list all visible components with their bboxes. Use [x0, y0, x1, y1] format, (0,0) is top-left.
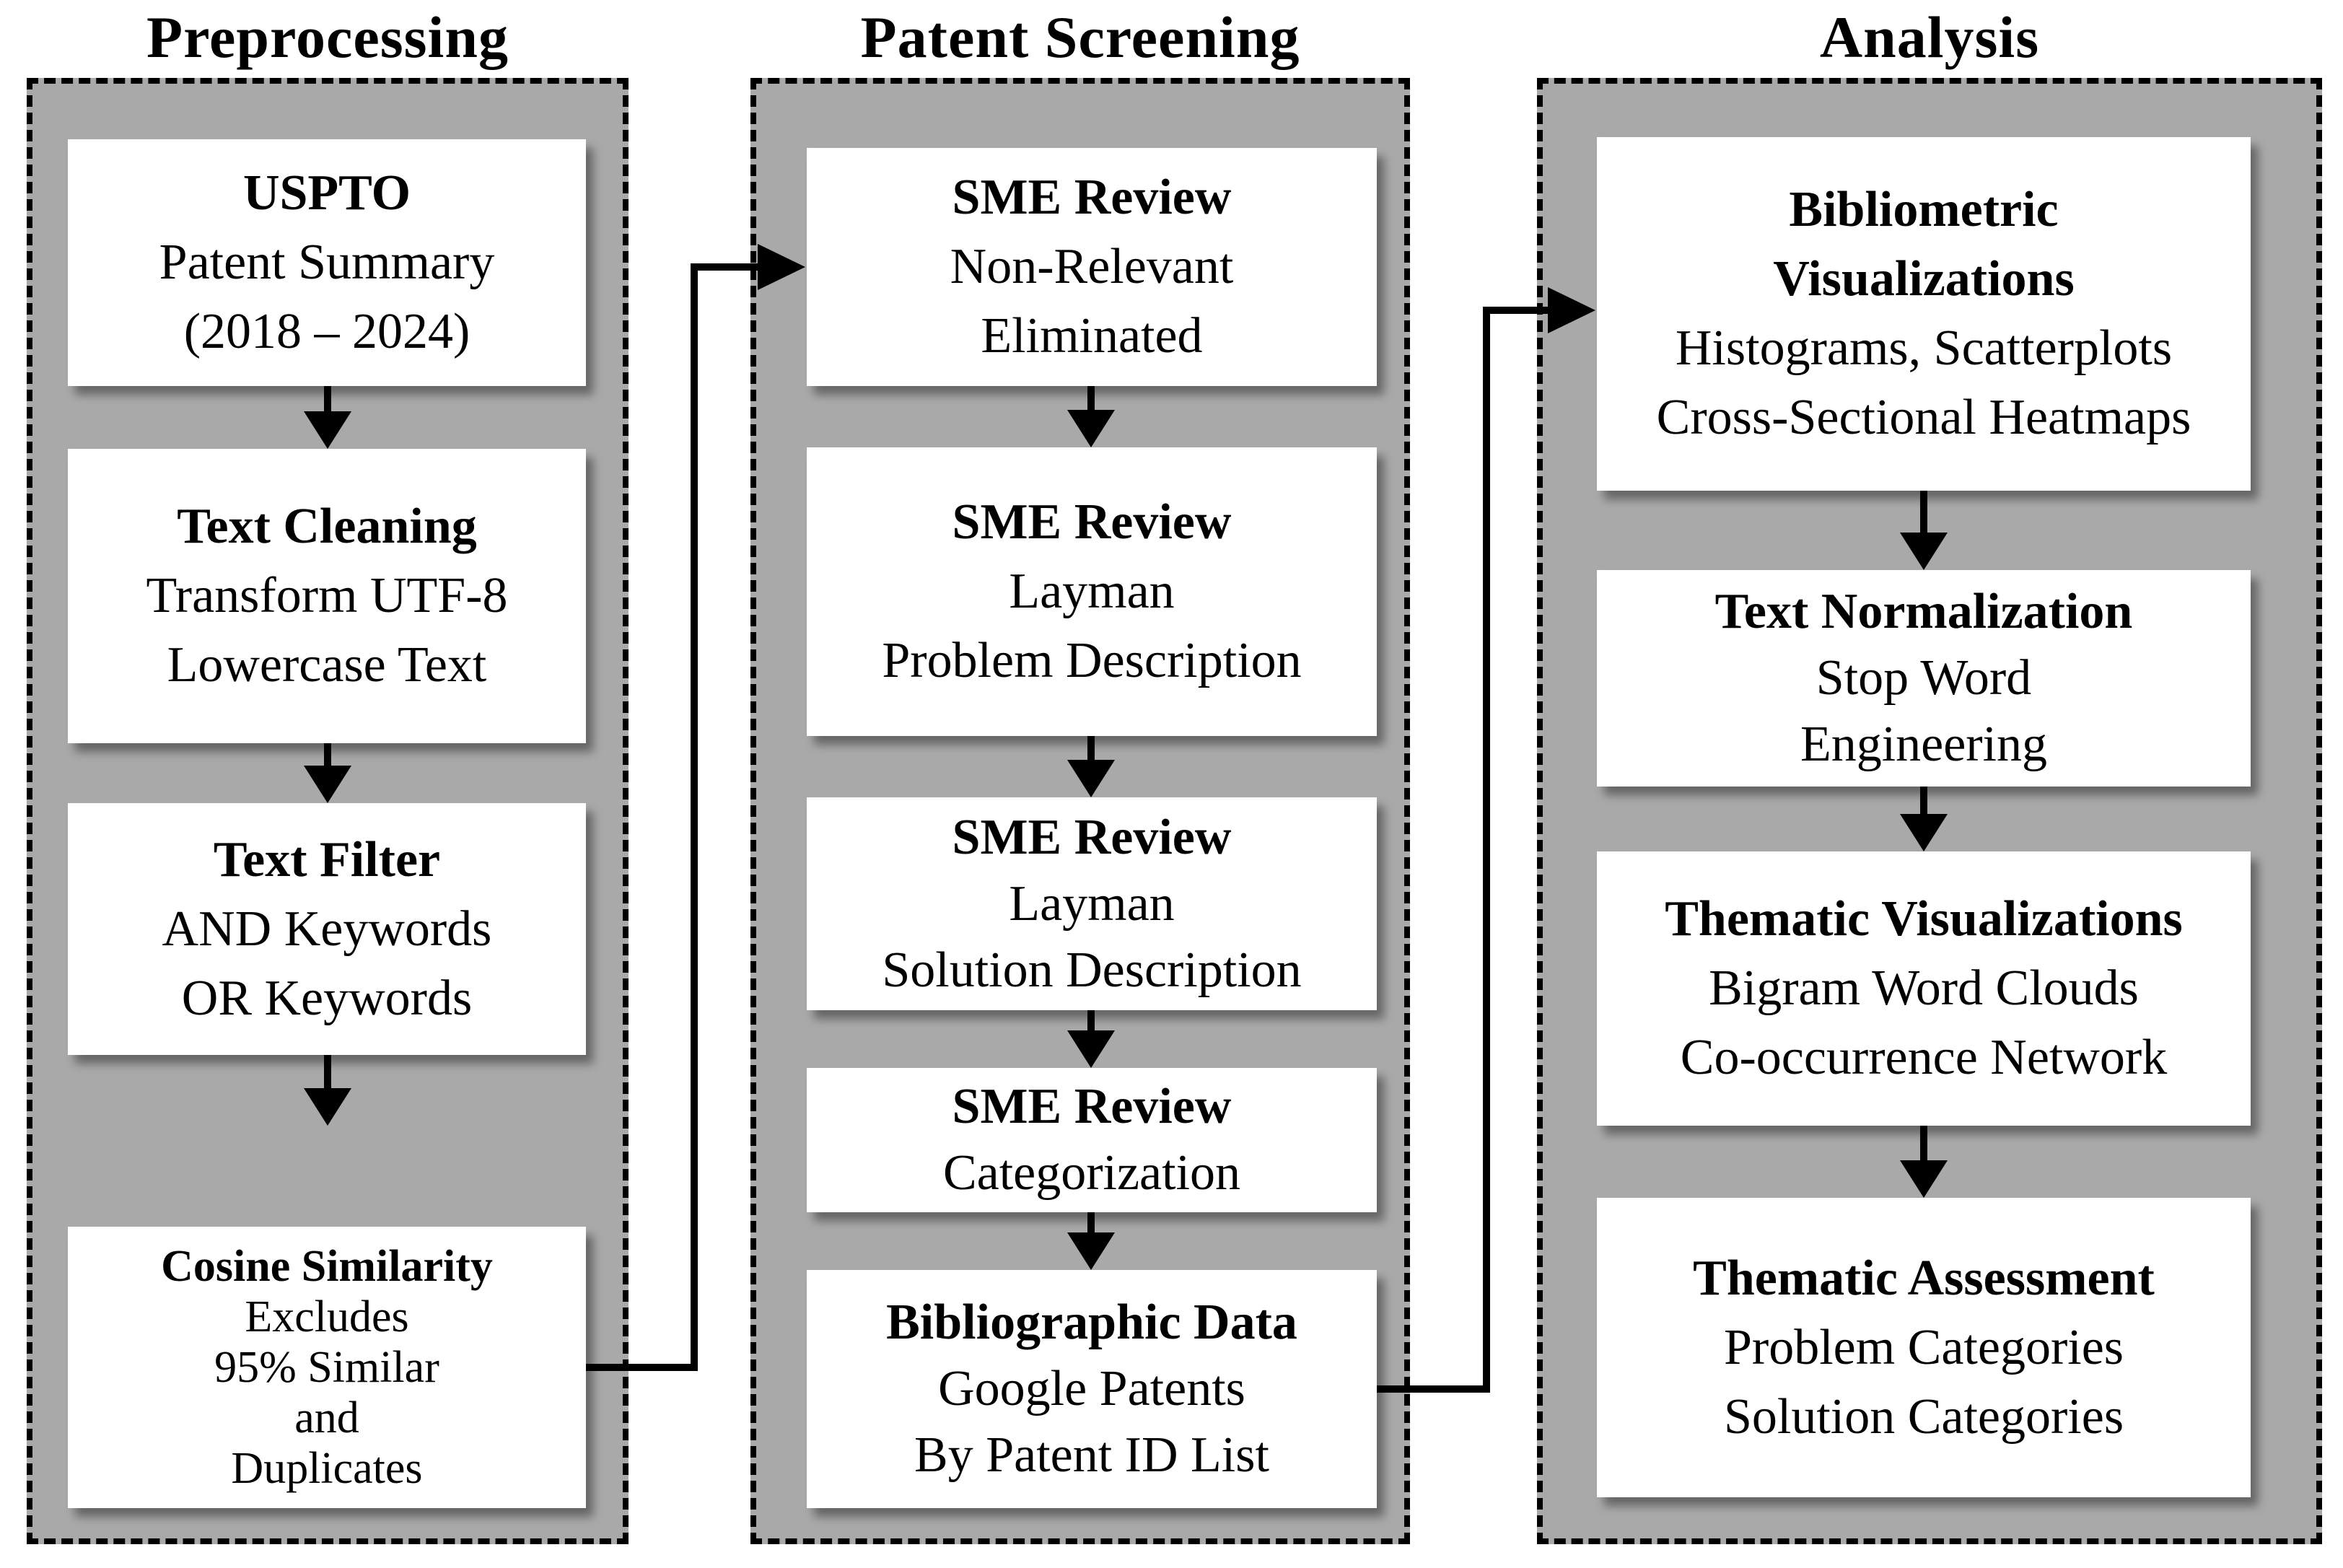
box-line: Problem Categories	[1723, 1319, 2124, 1375]
column-title-analysis: Analysis	[1819, 4, 2040, 70]
box-cosine-similarity: Cosine Similarity Excludes 95% Similar a…	[68, 1227, 586, 1508]
box-line: By Patent ID List	[914, 1427, 1269, 1483]
box-line: Text Filter	[213, 831, 441, 888]
box-sme-review-categorization: SME Review Categorization	[807, 1068, 1377, 1212]
box-line: Engineering	[1800, 717, 2048, 772]
box-line: Stop Word	[1816, 650, 2032, 706]
column-title-patent-screening: Patent Screening	[860, 4, 1300, 70]
box-line: Non-Relevant	[950, 239, 1234, 294]
box-text-filter: Text Filter AND Keywords OR Keywords	[68, 803, 586, 1055]
box-line: SME Review	[952, 809, 1232, 865]
box-line: Solution Categories	[1723, 1388, 2124, 1445]
box-line: SME Review	[952, 1079, 1232, 1134]
box-text-normalization: Text Normalization Stop Word Engineering	[1597, 570, 2251, 787]
box-line: USPTO	[242, 165, 411, 221]
box-line: Google Patents	[938, 1361, 1245, 1416]
box-sme-review-problem-description: SME Review Layman Problem Description	[807, 447, 1377, 736]
box-line: Layman	[1009, 564, 1175, 619]
box-line: 95% Similar	[214, 1343, 439, 1392]
box-line: Excludes	[245, 1292, 409, 1341]
box-line: Cosine Similarity	[161, 1242, 493, 1291]
box-thematic-visualizations: Thematic Visualizations Bigram Word Clou…	[1597, 851, 2251, 1126]
box-line: Co-occurrence Network	[1680, 1030, 2168, 1085]
box-line: Histograms, Scatterplots	[1675, 320, 2173, 376]
box-line: Thematic Assessment	[1693, 1250, 2155, 1306]
box-line: Layman	[1009, 875, 1175, 932]
box-bibliometric-visualizations: Bibliometric Visualizations Histograms, …	[1597, 137, 2251, 491]
box-uspto-patent-summary: USPTO Patent Summary (2018 – 2024)	[68, 139, 586, 386]
box-line: Duplicates	[231, 1444, 423, 1493]
box-line: Text Normalization	[1714, 584, 2133, 639]
box-line: Bibliographic Data	[886, 1295, 1297, 1350]
box-line: Problem Description	[882, 633, 1302, 688]
column-title-preprocessing: Preprocessing	[146, 4, 509, 70]
box-line: Thematic Visualizations	[1665, 891, 2183, 947]
box-line: SME Review	[952, 494, 1232, 550]
box-line: Solution Description	[882, 942, 1302, 998]
box-line: Transform UTF-8	[146, 568, 508, 623]
box-line: Patent Summary	[159, 235, 495, 290]
box-sme-review-solution-description: SME Review Layman Solution Description	[807, 797, 1377, 1010]
box-line: Visualizations	[1773, 251, 2075, 307]
box-line: Eliminated	[981, 308, 1203, 364]
box-text-cleaning: Text Cleaning Transform UTF-8 Lowercase …	[68, 449, 586, 743]
box-bibliographic-data: Bibliographic Data Google Patents By Pat…	[807, 1270, 1377, 1508]
box-line: Bibliometric	[1789, 182, 2059, 237]
box-line: Bigram Word Clouds	[1709, 960, 2139, 1016]
box-line: (2018 – 2024)	[183, 304, 470, 359]
box-line: and	[294, 1393, 359, 1442]
box-line: Categorization	[942, 1145, 1241, 1201]
box-sme-review-non-relevant: SME Review Non-Relevant Eliminated	[807, 148, 1377, 386]
box-line: AND Keywords	[162, 901, 492, 957]
box-line: SME Review	[952, 170, 1232, 225]
box-line: OR Keywords	[181, 970, 473, 1026]
box-thematic-assessment: Thematic Assessment Problem Categories S…	[1597, 1198, 2251, 1497]
box-line: Cross-Sectional Heatmaps	[1656, 390, 2191, 445]
box-line: Lowercase Text	[167, 637, 487, 693]
box-line: Text Cleaning	[177, 499, 477, 554]
